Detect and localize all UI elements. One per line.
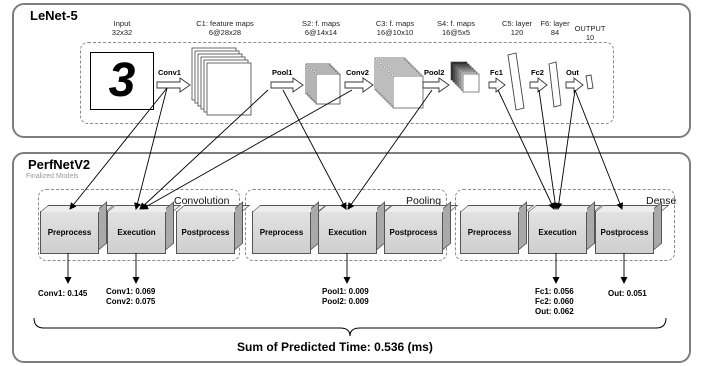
c3-feature-map-stack bbox=[374, 57, 424, 109]
convolution-preprocess-box: Preprocess bbox=[40, 211, 99, 254]
lenet-title: LeNet-5 bbox=[30, 8, 78, 23]
dense-execution-box: Execution bbox=[528, 211, 587, 254]
s2-feature-map-stack bbox=[305, 63, 341, 105]
pool2-block-arrow bbox=[422, 77, 450, 93]
op-label-conv2: Conv2 bbox=[346, 68, 369, 77]
dense-postprocess-box: Postprocess bbox=[595, 211, 654, 254]
convolution-group-title: Convolution bbox=[174, 195, 230, 207]
pooling-group-title: Pooling bbox=[406, 195, 442, 207]
pooling-postprocess-box: Postprocess bbox=[384, 211, 443, 254]
fc1-block-arrow bbox=[488, 77, 506, 93]
convolution-execution-box: Execution bbox=[107, 211, 166, 254]
sum-predicted-time: Sum of Predicted Time: 0.536 (ms) bbox=[237, 340, 433, 354]
conv1-to-preprocess-arrow bbox=[69, 87, 168, 210]
input-digit-image: 3 bbox=[90, 52, 154, 110]
lenet-architecture-frame bbox=[80, 42, 614, 124]
fc1-to-dense-execution-arrow bbox=[497, 89, 555, 210]
pool1-block-arrow bbox=[270, 77, 304, 93]
perfnet-title: PerfNetV2 bbox=[28, 157, 91, 172]
conv2-block-arrow bbox=[344, 77, 374, 93]
out-to-dense-execution-arrow bbox=[555, 89, 576, 210]
op-label-pool2: Pool2 bbox=[424, 68, 445, 77]
pooling-preprocess-box: Preprocess bbox=[252, 211, 311, 254]
pool2-to-pool-execution-arrow bbox=[347, 89, 433, 210]
f6-layer-bar bbox=[548, 61, 562, 108]
conv1-block-arrow bbox=[156, 77, 191, 93]
pooling-execution-box: Execution bbox=[318, 211, 377, 254]
op-label-out: Out bbox=[566, 68, 579, 77]
s4-feature-map-stack bbox=[450, 61, 480, 93]
op-label-fc1: Fc1 bbox=[490, 68, 503, 77]
conv2-to-conv-execution-arrow bbox=[141, 89, 353, 210]
output-layer-bar bbox=[585, 74, 594, 90]
convolution-postprocess-box: Postprocess bbox=[176, 211, 235, 254]
lenet-layer-diagram bbox=[156, 47, 594, 116]
c5-layer-bar bbox=[507, 52, 525, 111]
out-to-dense-postprocess-arrow bbox=[574, 89, 624, 210]
out-block-arrow bbox=[565, 77, 584, 93]
op-label-fc2: Fc2 bbox=[531, 68, 544, 77]
dense-group-frame bbox=[455, 189, 675, 261]
fc2-to-dense-execution-arrow bbox=[538, 89, 559, 210]
dense-preprocess-box: Preprocess bbox=[460, 211, 519, 254]
pool1-to-pool-execution-arrow bbox=[282, 89, 347, 210]
c1-feature-map-stack bbox=[191, 47, 252, 116]
op-label-pool1: Pool1 bbox=[272, 68, 293, 77]
pool1-to-conv-execution-arrow bbox=[139, 89, 269, 210]
perfnet-subtitle: Finalized Models bbox=[26, 173, 79, 180]
result-dense-postprocess: Out: 0.051 bbox=[608, 289, 647, 298]
op-label-conv1: Conv1 bbox=[158, 68, 181, 77]
sum-bracket bbox=[33, 317, 667, 337]
conv1-to-execution-arrow bbox=[134, 87, 168, 210]
result-conv-preprocess: Conv1: 0.145 bbox=[38, 289, 88, 298]
fc2-block-arrow bbox=[529, 77, 548, 93]
